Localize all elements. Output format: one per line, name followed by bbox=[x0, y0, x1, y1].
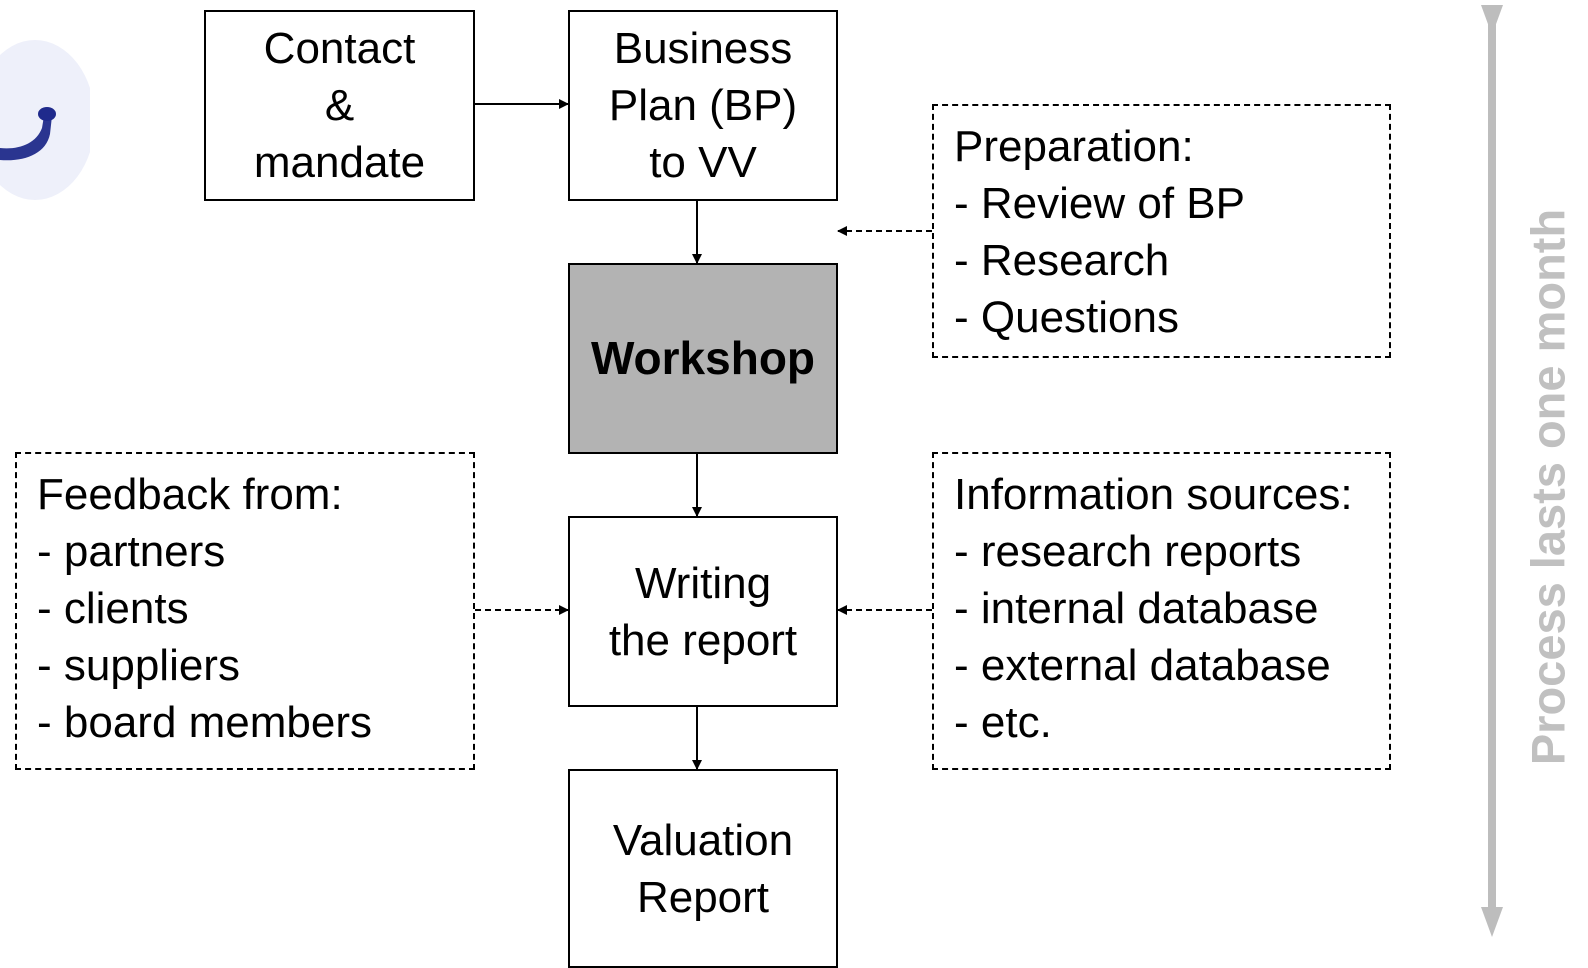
preparation-title: Preparation: bbox=[954, 122, 1194, 171]
valuation-report-box: Valuation Report bbox=[568, 769, 838, 968]
bp-line-2: Plan (BP) bbox=[608, 81, 798, 130]
sources-title: Information sources: bbox=[954, 470, 1353, 519]
feedback-note: Feedback from: - partners - clients - su… bbox=[15, 452, 475, 770]
information-sources-note: Information sources: - research reports … bbox=[932, 452, 1391, 770]
preparation-item: - Review of BP bbox=[954, 179, 1245, 228]
sources-item: - internal database bbox=[954, 584, 1319, 633]
process-duration-label: Process lasts one month bbox=[1521, 208, 1575, 766]
sources-item: - research reports bbox=[954, 527, 1302, 576]
writing-line-1: Writing bbox=[634, 558, 772, 608]
writing-report-box: Writing the report bbox=[568, 516, 838, 707]
contact-line-1: Contact bbox=[263, 24, 416, 73]
preparation-item: - Questions bbox=[954, 293, 1179, 342]
workshop-label: Workshop bbox=[590, 332, 816, 384]
feedback-item: - suppliers bbox=[37, 641, 240, 690]
valuation-line-2: Report bbox=[636, 872, 770, 922]
sources-item: - external database bbox=[954, 641, 1331, 690]
preparation-note: Preparation: - Review of BP - Research -… bbox=[932, 104, 1391, 358]
valuation-line-1: Valuation bbox=[612, 815, 794, 865]
bp-line-1: Business bbox=[613, 24, 793, 73]
logo-fragment-icon bbox=[0, 40, 90, 200]
feedback-title: Feedback from: bbox=[37, 470, 343, 519]
writing-line-2: the report bbox=[608, 615, 798, 665]
workshop-box: Workshop bbox=[568, 263, 838, 454]
contact-line-2: & bbox=[324, 81, 355, 130]
sources-item: - etc. bbox=[954, 698, 1052, 747]
preparation-item: - Research bbox=[954, 236, 1170, 285]
contact-line-3: mandate bbox=[253, 138, 426, 187]
bp-line-3: to VV bbox=[649, 138, 757, 187]
feedback-item: - clients bbox=[37, 584, 189, 633]
business-plan-box: Business Plan (BP) to VV bbox=[568, 10, 838, 201]
feedback-item: - partners bbox=[37, 527, 226, 576]
contact-mandate-box: Contact & mandate bbox=[204, 10, 475, 201]
feedback-item: - board members bbox=[37, 698, 373, 747]
